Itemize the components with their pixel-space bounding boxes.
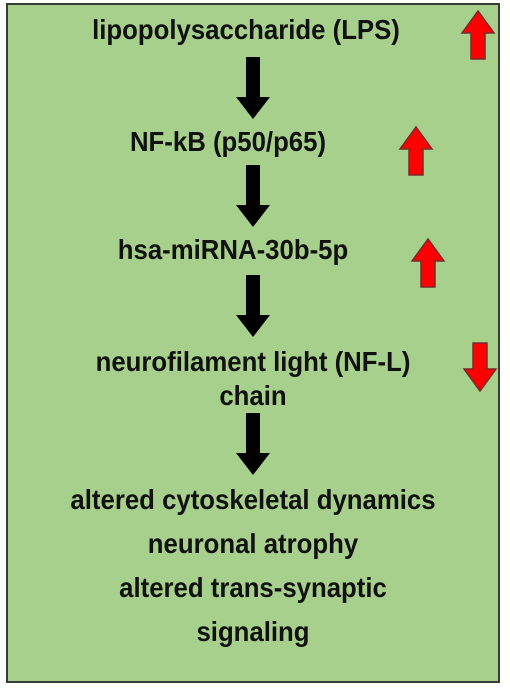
- pathway-diagram: lipopolysaccharide (LPS) NF-kB (p50/p65)…: [6, 3, 500, 683]
- node-nfl-label-line1: neurofilament light (NF-L): [95, 346, 411, 377]
- increase-arrow-icon: [460, 9, 496, 60]
- outcome-line: neuronal atrophy: [147, 528, 359, 559]
- flow-arrow-icon: [236, 275, 270, 337]
- increase-arrow-icon: [398, 125, 434, 176]
- outcome-line: signaling: [196, 616, 310, 647]
- decrease-arrow-icon: [462, 342, 498, 393]
- flow-arrow-icon: [236, 165, 270, 227]
- outcome-line: altered trans-synaptic: [119, 572, 387, 603]
- flow-arrow-icon: [236, 57, 270, 119]
- outcome-line: altered cytoskeletal dynamics: [70, 484, 436, 515]
- node-lps-label: lipopolysaccharide (LPS): [92, 14, 400, 45]
- node-nfkb-label: NF-kB (p50/p65): [129, 126, 327, 157]
- increase-arrow-icon: [410, 237, 446, 288]
- node-mirna-label: hsa-miRNA-30b-5p: [117, 234, 349, 265]
- node-nfl-label-line2: chain: [219, 380, 287, 411]
- flow-arrow-icon: [236, 413, 270, 475]
